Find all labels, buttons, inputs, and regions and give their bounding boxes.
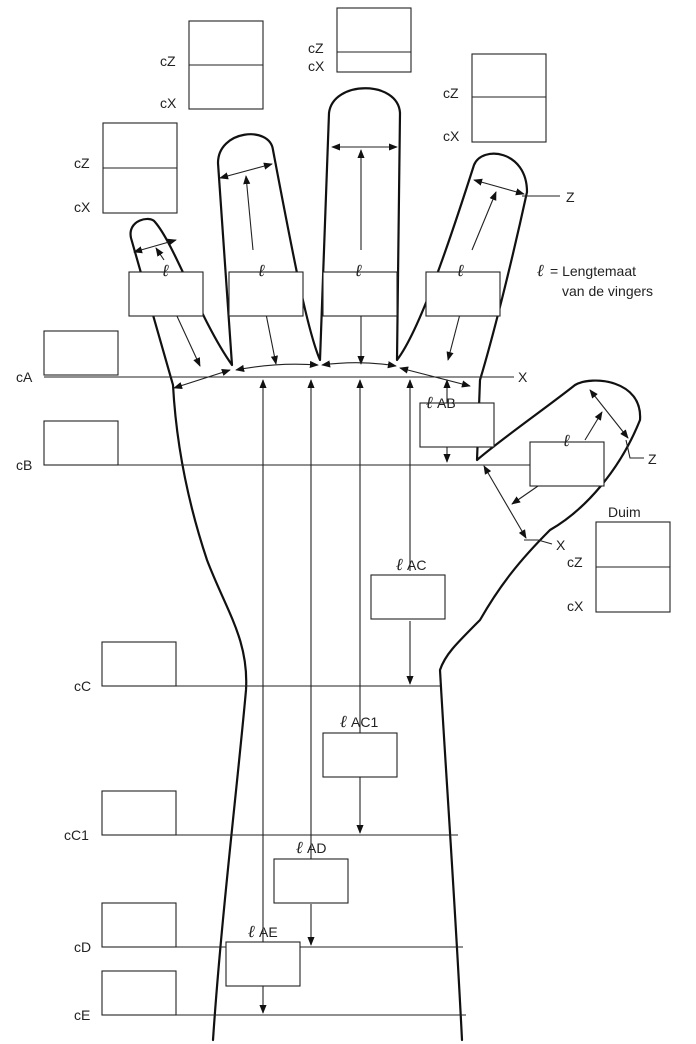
length-box-ad: ℓ AD: [273, 838, 349, 904]
czcx-box-ring: cZ cX: [160, 20, 264, 111]
svg-text:ℓ: ℓ: [258, 261, 265, 281]
label-cA: cA: [16, 369, 33, 385]
svg-text:AC1: AC1: [351, 714, 378, 730]
label-duim: Duim: [608, 504, 641, 520]
box-cE: [101, 970, 177, 1016]
label-z-thumb: Z: [648, 451, 657, 467]
svg-text:cX: cX: [160, 95, 177, 111]
svg-text:AE: AE: [259, 924, 278, 940]
svg-text:cZ: cZ: [443, 85, 459, 101]
label-x-crotch: X: [518, 369, 528, 385]
svg-text:ℓ: ℓ: [396, 555, 403, 575]
label-cC: cC: [74, 678, 91, 694]
czcx-box-thumb: cZ cX Duim: [567, 504, 671, 614]
svg-text:cX: cX: [308, 58, 325, 74]
length-box-thumb: [529, 441, 605, 487]
svg-text:ℓ: ℓ: [162, 261, 169, 281]
legend-equals: = Lengtemaat: [550, 263, 636, 279]
box-cD: [101, 902, 177, 948]
svg-text:ℓ: ℓ: [248, 922, 255, 942]
label-cC1: cC1: [64, 827, 89, 843]
czcx-box-index: cZ cX: [443, 53, 547, 144]
length-box-ae: ℓ AE: [225, 922, 301, 987]
box-cA: [43, 330, 119, 376]
svg-text:ℓ: ℓ: [340, 712, 347, 732]
czcx-box-middle: cZ cX: [308, 7, 412, 74]
svg-text:cZ: cZ: [567, 554, 583, 570]
box-cC1: [101, 790, 177, 836]
length-box-ring: [228, 271, 304, 317]
svg-text:ℓ: ℓ: [296, 838, 303, 858]
svg-text:ℓ: ℓ: [426, 393, 433, 413]
svg-text:cX: cX: [74, 199, 91, 215]
legend-line2: van de vingers: [562, 283, 653, 299]
label-cB: cB: [16, 457, 32, 473]
svg-text:AD: AD: [307, 840, 326, 856]
svg-text:ℓ: ℓ: [457, 261, 464, 281]
svg-text:AB: AB: [437, 395, 456, 411]
label-cE: cE: [74, 1007, 90, 1023]
box-cC: [101, 641, 177, 687]
svg-text:AC: AC: [407, 557, 426, 573]
label-z-index: Z: [566, 189, 575, 205]
length-box-index: [425, 271, 501, 317]
length-box-middle: [322, 271, 398, 317]
length-box-ac: ℓ AC: [370, 555, 446, 620]
svg-text:ℓ: ℓ: [563, 431, 570, 451]
label-cD: cD: [74, 939, 91, 955]
svg-text:cZ: cZ: [308, 40, 324, 56]
svg-text:ℓ: ℓ: [355, 261, 362, 281]
czcx-box-pinky: cZ cX: [74, 122, 178, 215]
svg-text:cX: cX: [443, 128, 460, 144]
length-box-pinky: [128, 271, 204, 317]
svg-text:cZ: cZ: [160, 53, 176, 69]
legend: ℓ = Lengtemaat van de vingers: [537, 261, 653, 299]
label-x-thumb: X: [556, 537, 566, 553]
legend-symbol: ℓ: [537, 261, 544, 281]
svg-text:cZ: cZ: [74, 155, 90, 171]
svg-text:cX: cX: [567, 598, 584, 614]
box-cB: [43, 420, 119, 466]
length-box-ab: ℓ AB: [419, 393, 495, 448]
hand-outline: [129, 87, 642, 1042]
length-box-ac1: ℓ AC1: [322, 712, 398, 778]
